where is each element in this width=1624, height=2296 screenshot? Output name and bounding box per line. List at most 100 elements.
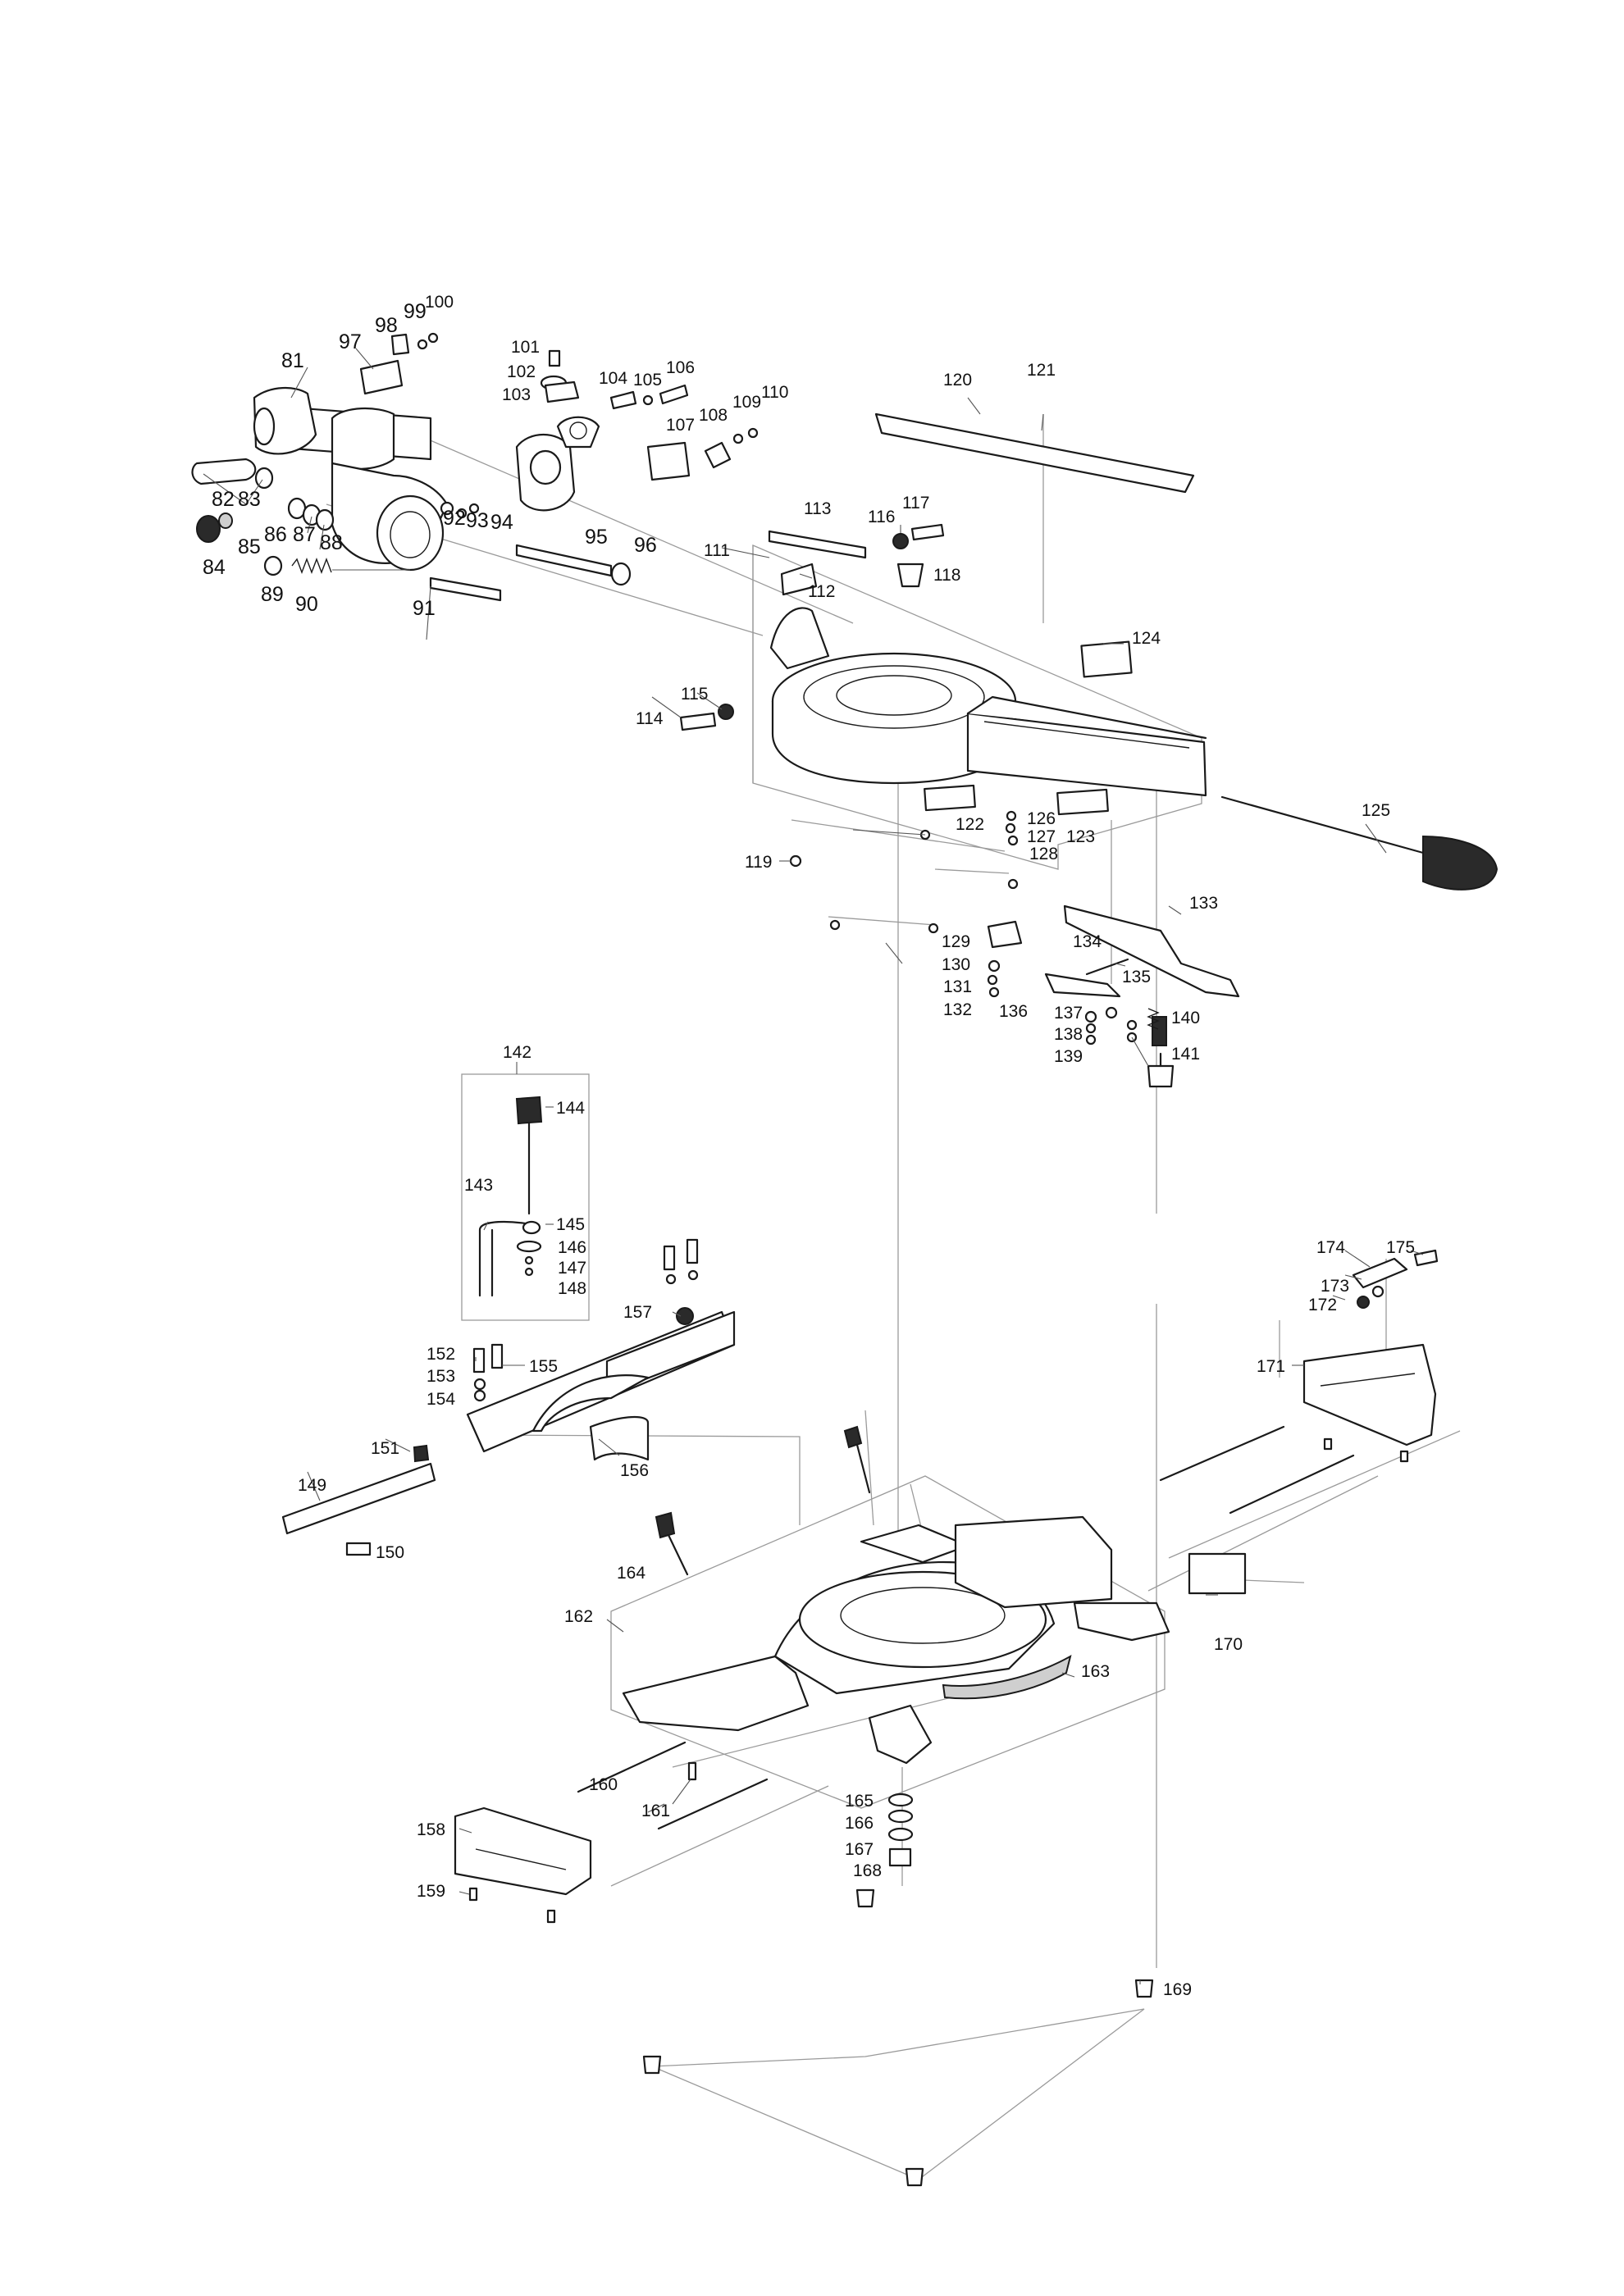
- label-173: 173: [1321, 1277, 1349, 1296]
- label-109: 109: [732, 393, 761, 412]
- label-121: 121: [1027, 361, 1056, 380]
- label-150: 150: [376, 1543, 404, 1562]
- label-172: 172: [1308, 1296, 1337, 1314]
- label-135: 135: [1122, 968, 1151, 986]
- label-160: 160: [589, 1775, 618, 1794]
- label-159: 159: [417, 1882, 445, 1901]
- label-99: 99: [404, 300, 427, 323]
- label-89: 89: [261, 583, 284, 606]
- label-158: 158: [417, 1820, 445, 1839]
- label-88: 88: [320, 531, 343, 554]
- label-110: 110: [761, 383, 788, 402]
- label-94: 94: [490, 511, 513, 534]
- label-155: 155: [529, 1357, 558, 1376]
- label-163: 163: [1081, 1662, 1110, 1681]
- label-100: 100: [425, 293, 454, 312]
- label-117: 117: [902, 494, 929, 512]
- label-152: 152: [427, 1345, 455, 1364]
- label-125: 125: [1362, 801, 1390, 820]
- label-112: 112: [808, 582, 835, 601]
- label-97: 97: [339, 330, 362, 353]
- label-93: 93: [466, 509, 489, 532]
- label-87: 87: [293, 523, 316, 546]
- label-128: 128: [1029, 845, 1058, 863]
- label-81: 81: [281, 349, 304, 372]
- box-142-parts: [478, 1096, 543, 1297]
- label-127: 127: [1027, 827, 1056, 846]
- label-101: 101: [511, 338, 540, 357]
- label-171: 171: [1257, 1357, 1285, 1376]
- label-168: 168: [853, 1861, 882, 1880]
- label-116: 116: [868, 508, 895, 526]
- label-84: 84: [203, 556, 226, 579]
- label-106: 106: [666, 358, 695, 377]
- label-141: 141: [1171, 1045, 1200, 1064]
- label-162: 162: [564, 1607, 593, 1626]
- label-134: 134: [1073, 932, 1102, 951]
- left-fence: [281, 1238, 736, 1556]
- label-140: 140: [1171, 1009, 1200, 1027]
- label-165: 165: [845, 1792, 874, 1811]
- label-151: 151: [371, 1439, 399, 1458]
- label-156: 156: [620, 1461, 649, 1480]
- label-129: 129: [942, 932, 970, 951]
- label-102: 102: [507, 362, 536, 381]
- leader-lines: [203, 348, 1424, 1984]
- label-175: 175: [1386, 1238, 1415, 1257]
- label-149: 149: [298, 1476, 326, 1495]
- label-131: 131: [943, 977, 972, 996]
- label-169: 169: [1163, 1980, 1192, 1999]
- table-slide-assembly: [679, 412, 1499, 934]
- label-126: 126: [1027, 809, 1056, 828]
- label-147: 147: [558, 1259, 586, 1278]
- lock-assembly: [987, 904, 1240, 1088]
- label-107: 107: [666, 416, 695, 435]
- label-148: 148: [558, 1279, 586, 1298]
- label-174: 174: [1316, 1238, 1345, 1257]
- label-113: 113: [804, 499, 831, 518]
- label-119: 119: [745, 853, 772, 872]
- label-104: 104: [599, 369, 627, 388]
- label-146: 146: [558, 1238, 586, 1257]
- clamp-parts: [454, 1008, 1439, 1924]
- label-103: 103: [502, 385, 531, 404]
- label-91: 91: [413, 597, 436, 620]
- label-138: 138: [1054, 1025, 1083, 1044]
- label-142: 142: [503, 1043, 531, 1062]
- base-assembly: [577, 1425, 1355, 2187]
- label-132: 132: [943, 1000, 972, 1019]
- label-95: 95: [585, 526, 608, 549]
- label-124: 124: [1132, 629, 1161, 648]
- label-115: 115: [681, 685, 708, 704]
- arm-assembly: [191, 332, 759, 602]
- label-145: 145: [556, 1215, 585, 1234]
- label-166: 166: [845, 1814, 874, 1833]
- label-98: 98: [375, 314, 398, 337]
- label-108: 108: [699, 406, 728, 425]
- label-154: 154: [427, 1390, 455, 1409]
- label-83: 83: [238, 488, 261, 511]
- label-133: 133: [1189, 894, 1218, 913]
- label-118: 118: [933, 566, 960, 585]
- label-90: 90: [295, 593, 318, 616]
- part-labels: 81 82 83 84 85 86 87 88 89 90 91 92 93 9…: [203, 293, 1415, 1999]
- label-92: 92: [443, 507, 466, 530]
- label-96: 96: [634, 534, 657, 557]
- label-164: 164: [617, 1564, 645, 1583]
- label-167: 167: [845, 1840, 874, 1859]
- label-143: 143: [464, 1176, 493, 1195]
- label-120: 120: [943, 371, 972, 390]
- label-85: 85: [238, 535, 261, 558]
- label-161: 161: [641, 1802, 670, 1820]
- label-105: 105: [633, 371, 662, 390]
- label-157: 157: [623, 1303, 652, 1322]
- label-123: 123: [1066, 827, 1095, 846]
- label-170: 170: [1214, 1635, 1243, 1654]
- label-136: 136: [999, 1002, 1028, 1021]
- label-153: 153: [427, 1367, 455, 1386]
- label-82: 82: [212, 488, 235, 511]
- label-122: 122: [956, 815, 984, 834]
- label-114: 114: [636, 709, 664, 728]
- label-86: 86: [264, 523, 287, 546]
